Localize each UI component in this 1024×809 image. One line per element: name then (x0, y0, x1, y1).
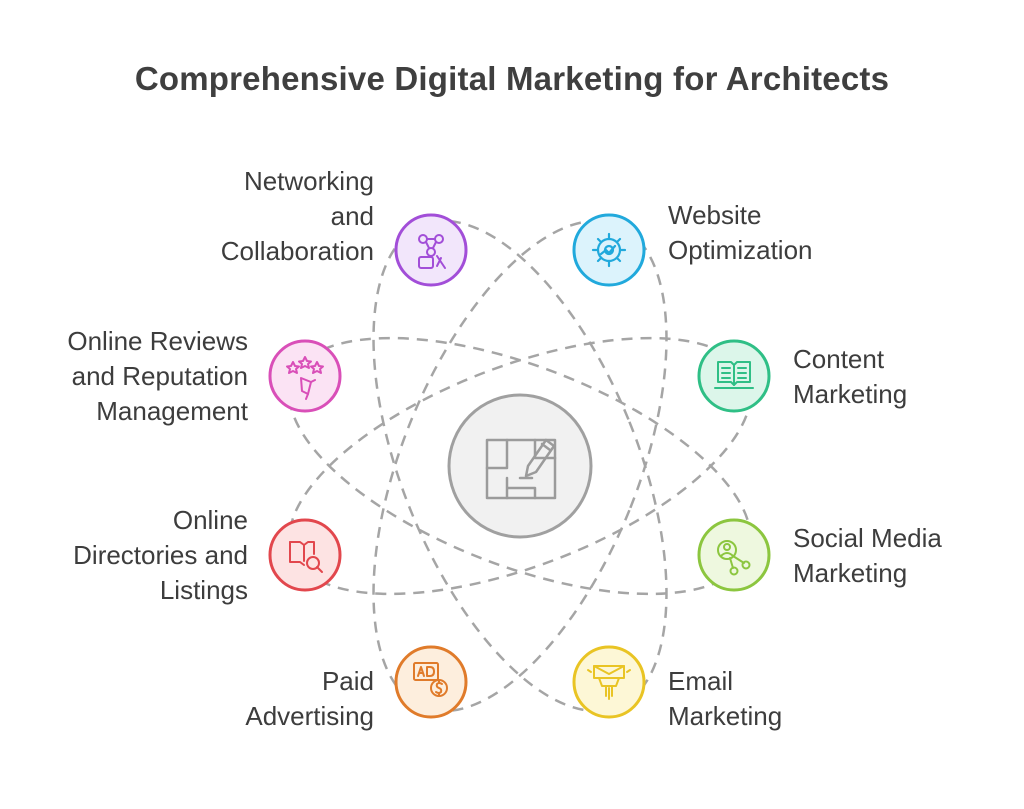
label-content: Content Marketing (793, 344, 908, 409)
label-networking: Networking and Collaboration (220, 166, 374, 266)
ad-dollar-icon (413, 662, 448, 697)
gear-icon (591, 232, 627, 268)
social-share-icon (717, 540, 751, 576)
center-hub (447, 393, 593, 539)
network-icon (418, 234, 446, 269)
node-paid (394, 645, 468, 719)
label-email: Email Marketing (668, 666, 783, 731)
book-search-icon (289, 541, 323, 573)
page-title: Comprehensive Digital Marketing for Arch… (134, 60, 890, 97)
node-website (572, 213, 646, 287)
label-paid: Paid Advertising (245, 666, 374, 731)
label-directories: Online Directories and Listings (73, 505, 248, 605)
label-social: Social Media Marketing (793, 523, 942, 588)
open-book-icon (714, 361, 754, 389)
node-social (697, 518, 771, 592)
node-directories (268, 518, 342, 592)
label-reviews: Online Reviews and Reputation Management (67, 326, 248, 426)
email-envelope-icon (587, 665, 631, 700)
node-networking (394, 213, 468, 287)
review-stars-icon (286, 356, 324, 400)
node-email (572, 645, 646, 719)
label-website: Website Optimization (668, 200, 813, 265)
node-reviews (268, 339, 342, 413)
node-content (697, 339, 771, 413)
architect-blueprint-icon (485, 438, 557, 500)
